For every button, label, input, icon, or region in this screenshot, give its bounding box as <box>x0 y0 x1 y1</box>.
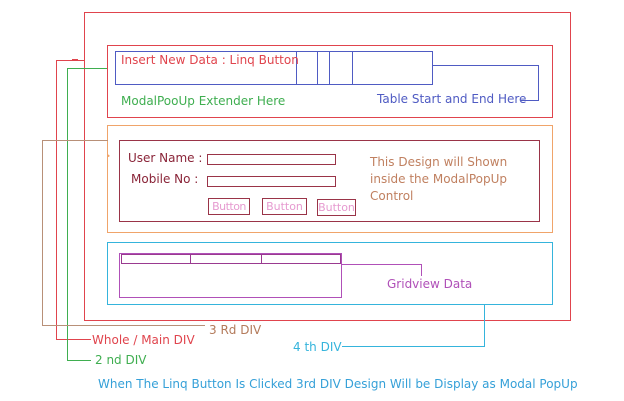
legend-fourth-div: 4 th DIV <box>293 340 342 354</box>
second-div <box>107 45 553 118</box>
table-callout-line <box>538 65 539 101</box>
main-div <box>84 12 571 321</box>
modal-design-box <box>119 140 540 222</box>
table-callout-line <box>521 100 538 101</box>
fourth-div-connector <box>342 346 485 347</box>
diagram-caption: When The Linq Button Is Clicked 3rd DIV … <box>98 377 578 391</box>
main-div-connector <box>56 60 85 61</box>
table-column-divider <box>296 51 297 85</box>
main-div-connector <box>72 59 78 61</box>
gridview-callout-line <box>421 264 422 276</box>
third-div-connector <box>42 140 108 141</box>
table-callout-line <box>433 65 538 66</box>
modal-button-1[interactable]: Button <box>208 198 250 215</box>
legend-second-div: 2 nd DIV <box>95 353 147 367</box>
table-column-divider <box>352 51 353 85</box>
third-div-connector <box>42 140 43 326</box>
linq-button-label[interactable]: Insert New Data : Linq Button <box>121 53 299 67</box>
legend-main-div: Whole / Main DIV <box>92 333 195 347</box>
gridview-column-divider <box>190 254 191 264</box>
layout-table <box>115 51 433 85</box>
user-name-label: User Name : <box>128 151 203 165</box>
third-div <box>107 125 553 233</box>
fourth-div <box>107 242 553 305</box>
gridview-column-divider <box>261 254 262 264</box>
mobile-no-input[interactable] <box>207 176 336 187</box>
main-div-connector <box>56 339 91 340</box>
gridview-data-label: Gridview Data <box>387 277 473 291</box>
second-div-connector <box>67 68 68 360</box>
gridview <box>119 253 342 298</box>
modalpopup-extender-label: ModalPooUp Extender Here <box>121 94 286 108</box>
modal-button-2[interactable]: Button <box>262 198 307 215</box>
gridview-column-divider <box>121 254 122 264</box>
gridview-header-row <box>121 263 341 264</box>
modal-note: This Design will Shown inside the ModalP… <box>370 154 507 205</box>
fourth-div-connector <box>484 305 485 346</box>
mobile-no-label: Mobile No : <box>131 172 199 186</box>
legend-third-div: 3 Rd DIV <box>209 323 262 337</box>
modal-note-line: Control <box>370 189 414 203</box>
second-div-connector <box>67 68 107 69</box>
modal-button-3[interactable]: Button <box>317 199 356 216</box>
modal-note-line: inside the ModalPopUp <box>370 172 508 186</box>
gridview-callout-line <box>342 264 422 265</box>
gridview-column-divider <box>340 254 341 264</box>
table-column-divider <box>317 51 318 85</box>
table-start-end-label: Table Start and End Here <box>377 92 527 106</box>
table-column-divider <box>329 51 330 85</box>
main-div-connector <box>56 60 57 340</box>
third-div-marker: • <box>106 152 111 161</box>
second-div-connector <box>67 360 91 361</box>
modal-note-line: This Design will Shown <box>370 155 508 169</box>
third-div-connector <box>42 325 205 326</box>
gridview-header-top <box>121 254 341 255</box>
user-name-input[interactable] <box>207 154 336 165</box>
